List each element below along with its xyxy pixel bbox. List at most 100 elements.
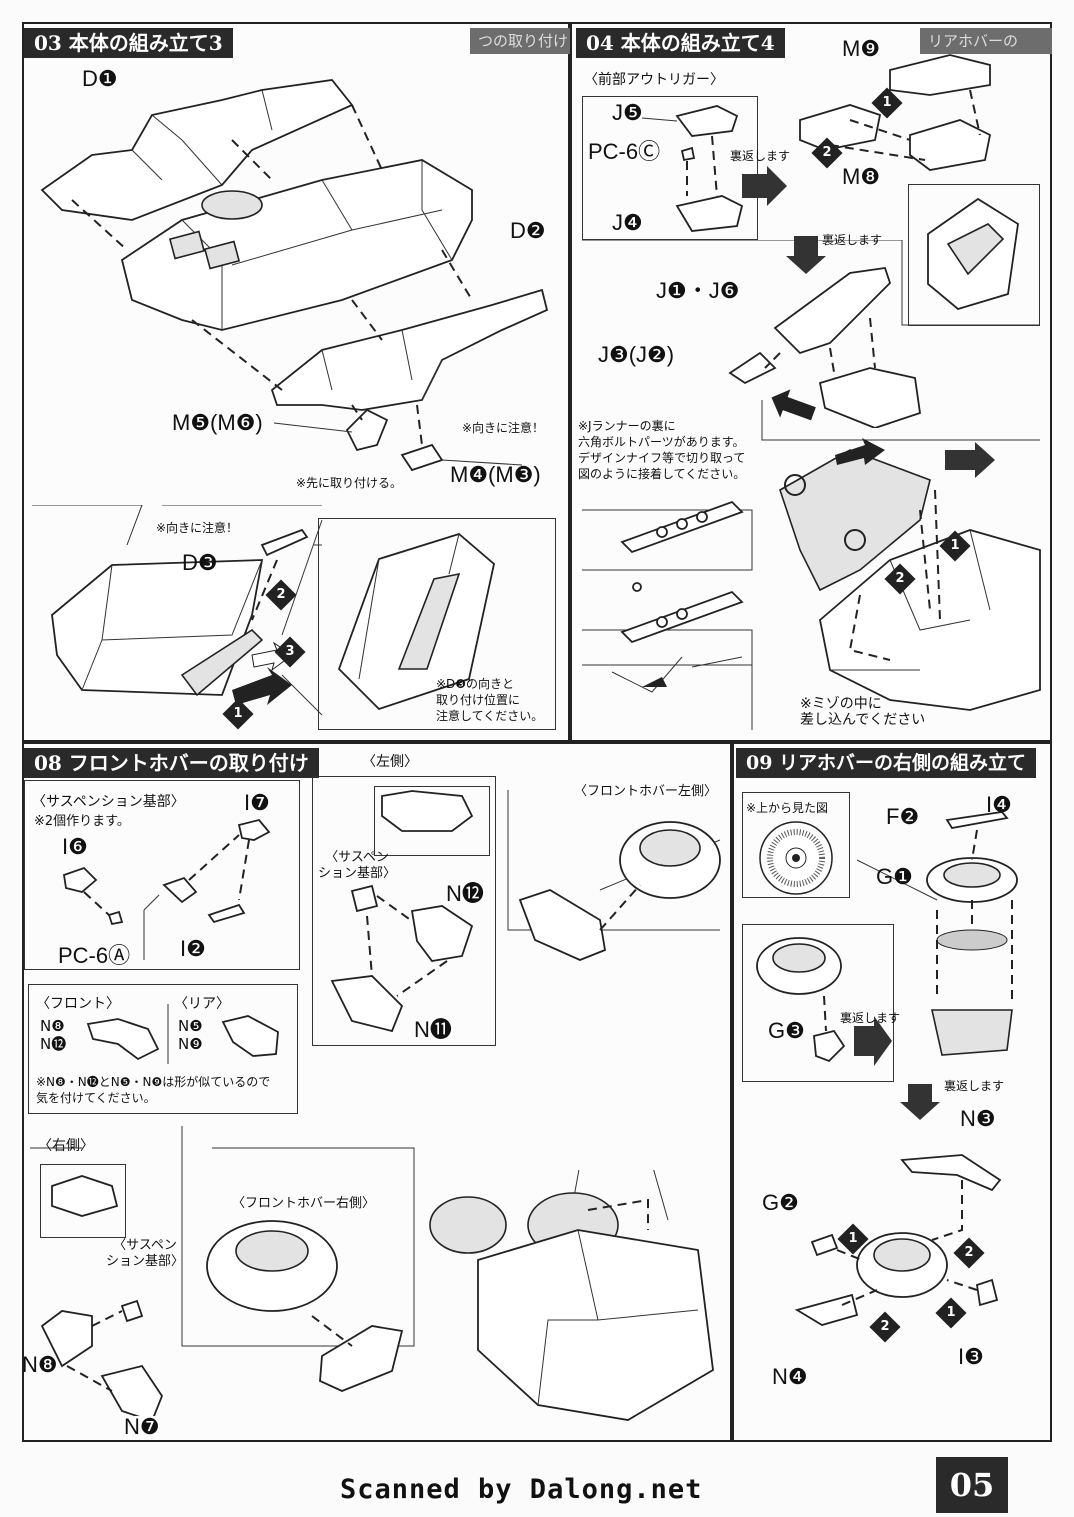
label-g3: G❸ xyxy=(768,1018,805,1043)
step03-detail-box xyxy=(318,518,556,730)
step09-title: 09 リアホバーの右側の組み立て xyxy=(736,748,1037,778)
body-assembly-illustration xyxy=(779,438,1041,711)
rear-hover-exploded xyxy=(856,811,1018,1056)
bolt-illustrations xyxy=(611,500,744,693)
left-suspension-illustration xyxy=(330,790,474,1033)
suspension-base-box xyxy=(24,780,300,970)
label-m8: M❽ xyxy=(842,164,881,189)
step-marker-1: 1 xyxy=(222,698,254,730)
top-view-box xyxy=(742,792,850,898)
g3-box xyxy=(742,924,894,1082)
label-d2: D❷ xyxy=(510,218,546,243)
step03-sub-illustration xyxy=(32,505,323,716)
label-j5: J❺ xyxy=(612,100,643,125)
note-attention-1: ※向きに注意！ xyxy=(462,421,545,435)
label-j1j6: J❶・J❻ xyxy=(656,278,740,303)
step04-marker-2b: 2 xyxy=(884,563,916,595)
left-suspension-detail xyxy=(374,786,490,856)
compare-rear-label: 〈リア〉 xyxy=(174,996,230,1012)
step03-ghost-header: つの取り付け xyxy=(470,28,574,54)
flip-arrow-down-2 xyxy=(900,1084,940,1120)
right-side-illustration xyxy=(30,1126,415,1416)
label-pc6a: PC-6Ⓐ xyxy=(58,943,131,968)
flip-label-2: 裏返します xyxy=(822,233,883,247)
front-right-label: 〈フロントホバー右側〉 xyxy=(232,1196,376,1211)
flip-arrow-1 xyxy=(742,166,787,206)
label-m9: M❾ xyxy=(842,36,881,61)
label-g1: G❶ xyxy=(876,864,913,889)
step04-title: 04 本体の組み立て4 xyxy=(576,28,785,58)
step04-outline xyxy=(582,240,1040,326)
scan-credit: Scanned by Dalong.net xyxy=(340,1474,703,1505)
compare-illustration xyxy=(86,1004,279,1064)
outrigger-illustration xyxy=(641,105,744,232)
step04-marker-1a: 1 xyxy=(871,87,903,119)
compare-front-part-1: N❽ xyxy=(40,1017,65,1035)
step09-marker-2a: 2 xyxy=(953,1237,985,1269)
step08-title: 08 フロントホバーの取り付け xyxy=(24,748,319,778)
top-view-disc xyxy=(759,821,833,895)
note-j: ※Jランナーの裏に 六角ボルトパーツがあります。 デザインナイフ等で切り取って … xyxy=(578,419,746,481)
step03-title: 03 本体の組み立て3 xyxy=(24,28,233,58)
note-attention-2: ※向きに注意！ xyxy=(156,521,239,535)
label-i2: I❷ xyxy=(180,936,206,961)
label-m5: M❺(M❻) xyxy=(172,410,263,435)
step09-marker-1b: 1 xyxy=(935,1297,967,1329)
compare-front-label: 〈フロント〉 xyxy=(36,996,120,1012)
step-marker-2: 2 xyxy=(265,579,297,611)
compare-box xyxy=(28,984,298,1114)
compare-rear-part-1: N❺ xyxy=(178,1017,203,1035)
front-left-illustration xyxy=(507,790,721,961)
label-n3: N❸ xyxy=(960,1106,996,1131)
label-j3j2: J❸(J❷) xyxy=(598,342,675,367)
label-j4: J❹ xyxy=(612,210,643,235)
step03-main-illustration xyxy=(40,79,549,472)
g3-illustration xyxy=(756,937,892,1066)
compare-note: ※N❽・N⓬とN❺・N❾は形が似ているので 気を付けてください。 xyxy=(36,1075,271,1105)
step09-flip-1: 裏返します xyxy=(840,1011,901,1025)
compare-front-part-2: N⓬ xyxy=(40,1035,67,1053)
label-d1: D❶ xyxy=(82,66,118,91)
suspension-base-split-left: 〈サスペン ション基部〉 xyxy=(318,850,397,881)
suspension-base-illustration xyxy=(62,818,271,960)
label-n7: N❼ xyxy=(124,1414,160,1439)
step04-marker-1b: 1 xyxy=(939,530,971,562)
j-parts-illustration xyxy=(728,267,921,428)
step04-lower-outline xyxy=(582,400,1040,730)
left-suspension-box xyxy=(312,776,496,1046)
right-suspension-detail xyxy=(40,1164,126,1238)
rear-hover-bottom xyxy=(794,1154,1002,1326)
front-left-label: 〈フロントホバー左側〉 xyxy=(574,784,718,799)
label-i4: I❹ xyxy=(986,792,1012,817)
label-n8: N❽ xyxy=(22,1352,58,1377)
m-detail-illustration xyxy=(927,197,1019,311)
step-marker-3: 3 xyxy=(274,636,306,668)
note-first: ※先に取り付ける。 xyxy=(296,476,403,490)
top-view-label: ※上から見た図 xyxy=(746,801,829,815)
label-i7: I❼ xyxy=(244,790,270,815)
compare-rear-part-2: N❾ xyxy=(178,1035,203,1053)
hover-assembly-illustration xyxy=(429,1170,714,1421)
page-number: 05 xyxy=(936,1457,1008,1513)
label-m4: M❹(M❸) xyxy=(450,462,541,487)
label-n12: N⓬ xyxy=(446,881,484,906)
m-parts-illustration xyxy=(799,54,992,171)
flip-label-1: 裏返します xyxy=(730,149,791,163)
flip-arrow-down-1 xyxy=(786,236,826,274)
step09-marker-1a: 1 xyxy=(837,1223,869,1255)
label-n4: N❹ xyxy=(772,1364,808,1389)
make-two-note: ※2個作ります。 xyxy=(34,814,130,829)
label-n11: N⓫ xyxy=(414,1017,452,1042)
step09-marker-2b: 2 xyxy=(869,1311,901,1343)
step08-right-side: 〈右側〉 xyxy=(38,1138,94,1154)
suspension-base-split-right: 〈サスペン ション基部〉 xyxy=(106,1238,185,1269)
label-i6: I❻ xyxy=(62,834,88,859)
suspension-base-label: 〈サスペンション基部〉 xyxy=(32,794,185,810)
step04-subhead: 〈前部アウトリガー〉 xyxy=(584,72,724,88)
note-d3: ※D❸の向きと 取り付け位置に 注意してください。 xyxy=(436,677,544,723)
step08-left-side: 〈左側〉 xyxy=(362,754,418,770)
label-g2: G❷ xyxy=(762,1190,799,1215)
note-groove: ※ミゾの中に 差し込んでください xyxy=(800,696,926,728)
step09-flip-2: 裏返します xyxy=(944,1079,1005,1093)
label-i3: I❸ xyxy=(958,1344,984,1369)
